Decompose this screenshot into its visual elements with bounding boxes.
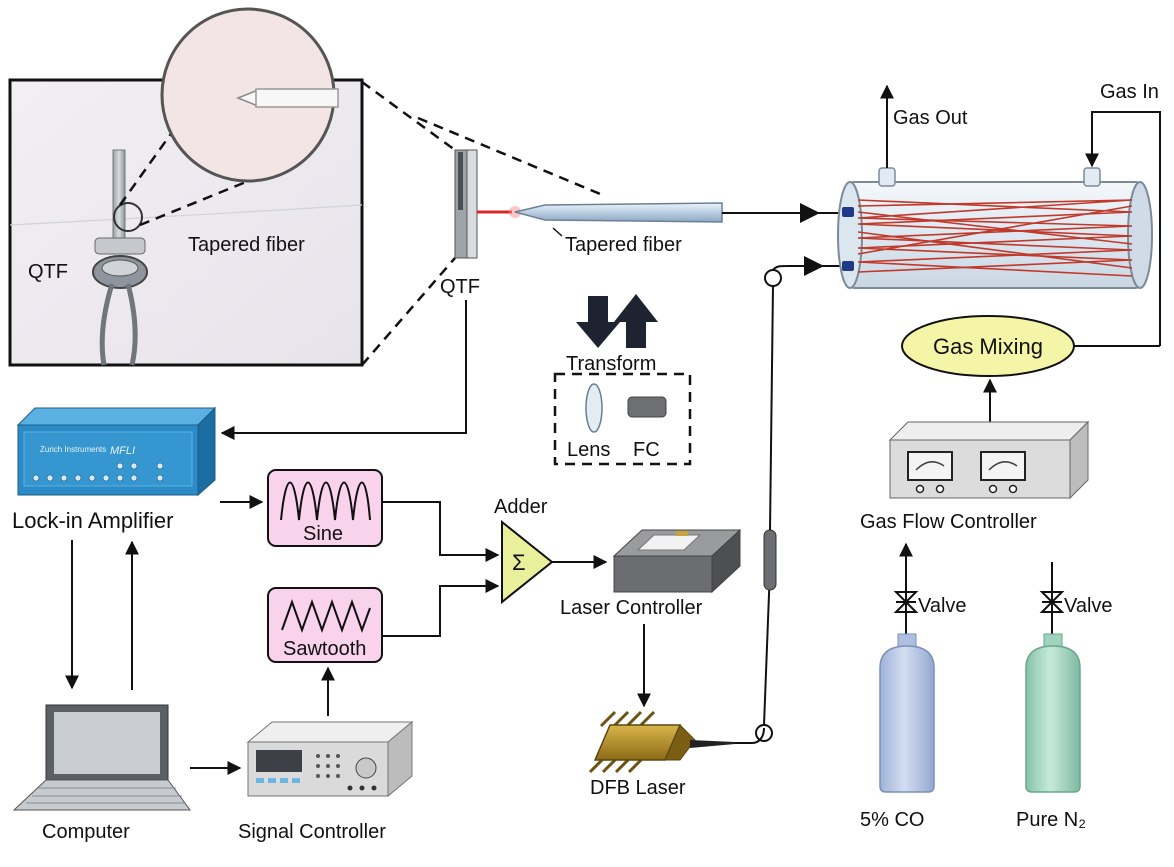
zoom-target-circle (113, 202, 143, 232)
laser-controller-label: Laser Controller (560, 597, 703, 619)
valve-2 (1039, 562, 1065, 640)
valve-2-label: Valve (1064, 595, 1113, 617)
inset-qtf-label: QTF (28, 261, 68, 283)
transform-title: Transform (566, 353, 656, 375)
gas-cell (837, 167, 1153, 289)
co-cylinder (879, 633, 935, 793)
sawtooth-to-adder-wire (382, 579, 500, 637)
fiber-pointer (552, 227, 563, 237)
laser-controller-device (612, 528, 742, 594)
n2-cylinder (1025, 633, 1081, 793)
inset-link-fiber (417, 116, 606, 198)
multipass-beam (857, 199, 1133, 277)
adder: Σ (501, 519, 554, 605)
signal-controller-device (246, 720, 414, 798)
inset-fiber-label: Tapered fiber (188, 234, 305, 256)
gas-in-label: Gas In (1100, 81, 1159, 103)
lens-icon (585, 383, 603, 433)
probe-fiber-label: Tapered fiber (565, 234, 682, 256)
qtf-to-lockin-wire (220, 300, 467, 440)
inset-link-bottom (361, 257, 456, 366)
computer-label: Computer (42, 821, 130, 843)
gas-out-label: Gas Out (893, 107, 968, 129)
sine-label: Sine (303, 523, 343, 545)
sawtooth-wave-icon (281, 599, 371, 633)
qtf-probe (454, 149, 521, 259)
qtf-photo (92, 149, 148, 366)
computer-device (12, 704, 191, 811)
probe-qtf-label: QTF (440, 276, 480, 298)
sine-to-adder-wire (382, 501, 500, 562)
adder-symbol: Σ (512, 550, 526, 575)
gas-flow-controller-device (888, 420, 1090, 500)
lockin-brand: Zurich Instruments (40, 445, 106, 454)
flow-controller-label: Gas Flow Controller (860, 511, 1037, 533)
lockin-model: MFLI (110, 445, 135, 457)
lockin-amplifier-device: Zurich Instruments MFLI (16, 406, 217, 497)
inset-fiber-line (9, 204, 363, 226)
dfb-label: DFB Laser (590, 777, 686, 799)
gas-in-wire (1085, 111, 1161, 346)
transform-box (553, 372, 692, 466)
sine-block: Sine (267, 469, 383, 547)
fc-label: FC (633, 439, 660, 461)
transform-arrows (576, 294, 658, 348)
dfb-laser-device (588, 710, 735, 774)
sine-wave-icon (280, 481, 371, 521)
lens-label: Lens (567, 439, 610, 461)
gas-mixing-label: Gas Mixing (933, 334, 1043, 359)
sawtooth-label: Sawtooth (283, 638, 366, 660)
fiber-path (735, 256, 842, 744)
inset-link-top (361, 80, 456, 152)
valve-1-label: Valve (918, 595, 967, 617)
valve-1 (893, 542, 919, 640)
lockin-label: Lock-in Amplifier (12, 508, 173, 533)
fiber-arrow-in (800, 203, 820, 223)
adder-title: Adder (494, 496, 548, 518)
zoom-circle (118, 7, 339, 227)
n2-cylinder-label: Pure N₂ (1016, 809, 1086, 831)
signal-controller-label: Signal Controller (238, 821, 386, 843)
sawtooth-block: Sawtooth (267, 587, 383, 663)
co-cylinder-label: 5% CO (860, 809, 924, 831)
gas-mixing-node: Gas Mixing (901, 315, 1075, 377)
fc-icon (627, 396, 667, 418)
tapered-fiber (514, 202, 723, 223)
